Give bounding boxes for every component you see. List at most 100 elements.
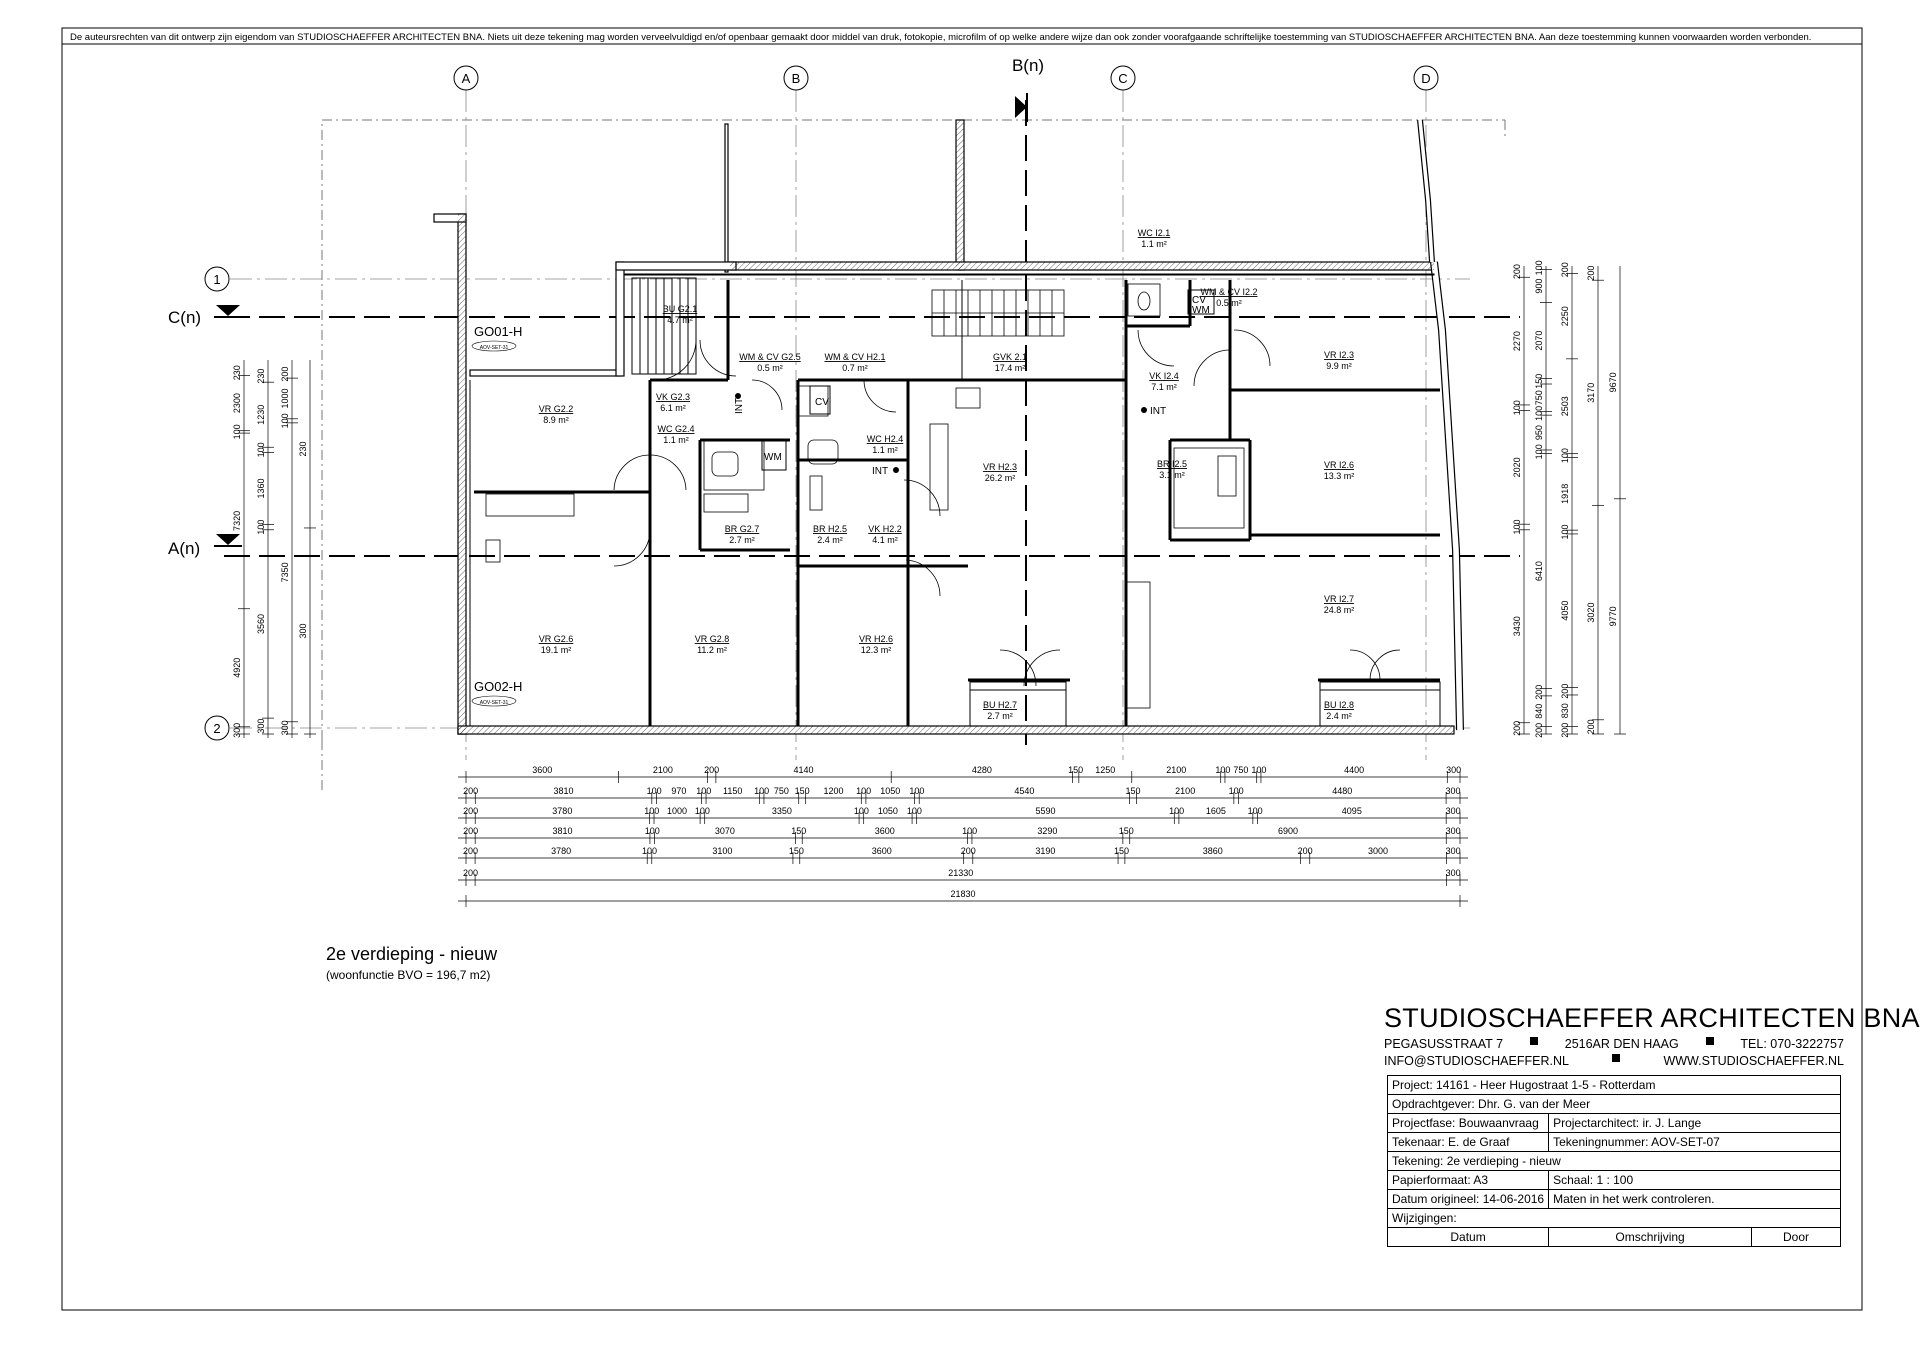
dimension-value: 300 bbox=[232, 723, 242, 738]
svg-text:D: D bbox=[1421, 71, 1430, 86]
interior-walls bbox=[469, 273, 1440, 726]
symbol-wm-2: WM bbox=[1192, 305, 1210, 316]
grid-bubble-c: C bbox=[1110, 65, 1136, 91]
dimension-value: 2020 bbox=[1512, 457, 1522, 477]
dimension-value: 100 bbox=[1534, 444, 1544, 459]
tb-paper: Papierformaat: A3 bbox=[1386, 1170, 1550, 1190]
room-area: 7.1 m² bbox=[1151, 382, 1177, 392]
section-arrow-cn bbox=[216, 305, 240, 316]
symbol-wm: WM bbox=[764, 452, 782, 463]
room-label: BU G2.1 bbox=[663, 304, 698, 314]
room-area: 4.7 m² bbox=[667, 315, 693, 325]
sheet-border bbox=[61, 27, 1863, 1311]
dimension-value: 100 bbox=[856, 786, 871, 796]
svg-text:A: A bbox=[462, 71, 471, 86]
int-label-3: INT bbox=[1150, 406, 1166, 417]
office-web: WWW.STUDIOSCHAEFFER.NL bbox=[1663, 1054, 1844, 1068]
room-area: 11.2 m² bbox=[697, 645, 727, 655]
dimension-value: 750 bbox=[774, 786, 789, 796]
dimension-value: 200 bbox=[463, 846, 478, 856]
room-area: 3.1 m² bbox=[1159, 470, 1185, 480]
dimension-value: 3780 bbox=[552, 806, 572, 816]
dimension-value: 100 bbox=[1512, 519, 1522, 534]
office-city: 2516AR DEN HAAG bbox=[1564, 1037, 1679, 1051]
dimension-value: 4140 bbox=[794, 765, 814, 775]
dimension-value: 100 bbox=[647, 786, 662, 796]
dimension-value: 7350 bbox=[280, 562, 290, 582]
door-tag-go02: GO02-H AOV-SET-31 bbox=[471, 679, 522, 707]
dimension-value: 150 bbox=[795, 786, 810, 796]
dimension-value: 3430 bbox=[1512, 616, 1522, 636]
dimension-value: 5590 bbox=[1035, 806, 1055, 816]
dimension-value: 300 bbox=[1446, 868, 1461, 878]
cv-wm-boxes bbox=[761, 289, 1215, 471]
dimension-value: 100 bbox=[1534, 260, 1544, 275]
dimension-value: 300 bbox=[1446, 765, 1461, 775]
dimension-value: 6410 bbox=[1534, 561, 1544, 581]
dimension-value: 4540 bbox=[1014, 786, 1034, 796]
dimension-value: 2070 bbox=[1534, 331, 1544, 351]
dimension-value: 3070 bbox=[715, 826, 735, 836]
tb-col-date: Datum bbox=[1386, 1227, 1550, 1247]
room-area: 2.4 m² bbox=[1326, 711, 1352, 721]
dimension-value: 2503 bbox=[1560, 396, 1570, 416]
copyright-notice: De auteursrechten van dit ontwerp zijn e… bbox=[70, 32, 1812, 43]
room-label: BU I2.8 bbox=[1324, 700, 1354, 710]
balcony-bu-h27 bbox=[969, 681, 1067, 727]
room-area: 8.9 m² bbox=[543, 415, 569, 425]
dimension-value: 2270 bbox=[1512, 331, 1522, 351]
room-label: VR I2.7 bbox=[1324, 594, 1354, 604]
dimension-value: 150 bbox=[1126, 786, 1141, 796]
dimension-value: 150 bbox=[789, 846, 804, 856]
dimension-value: 230 bbox=[232, 365, 242, 380]
dimension-value: 200 bbox=[704, 765, 719, 775]
dimension-value: 3350 bbox=[772, 806, 792, 816]
section-label-bn: B(n) bbox=[1012, 56, 1044, 75]
dimension-value: 1050 bbox=[878, 806, 898, 816]
square-bullet-icon bbox=[1612, 1054, 1621, 1062]
balcony-bu-g21 bbox=[631, 277, 697, 375]
dimension-value: 300 bbox=[1446, 786, 1461, 796]
dimension-value: 100 bbox=[232, 424, 242, 439]
dimension-value: 21330 bbox=[948, 868, 973, 878]
tb-phase: Projectfase: Bouwaanvraag bbox=[1386, 1113, 1550, 1133]
dimension-value: 230 bbox=[298, 441, 308, 456]
dimension-value: 100 bbox=[909, 786, 924, 796]
room-label: VK I2.4 bbox=[1149, 371, 1179, 381]
dimension-value: 200 bbox=[463, 826, 478, 836]
floor-subtitle: (woonfunctie BVO = 196,7 m2) bbox=[326, 968, 491, 982]
dimension-value: 1200 bbox=[823, 786, 843, 796]
dimension-value: 7320 bbox=[232, 511, 242, 531]
room-label: VK H2.2 bbox=[868, 524, 902, 534]
section-arrow-bn bbox=[1015, 96, 1027, 118]
dimension-value: 2100 bbox=[1175, 786, 1195, 796]
dimension-value: 300 bbox=[1446, 846, 1461, 856]
grid-bubble-2: 2 bbox=[204, 715, 230, 741]
dimension-value: 3600 bbox=[875, 826, 895, 836]
svg-text:GO02-H: GO02-H bbox=[474, 679, 522, 694]
dimension-value: 2100 bbox=[653, 765, 673, 775]
tb-architect: Projectarchitect: ir. J. Lange bbox=[1548, 1113, 1841, 1133]
dimension-value: 3600 bbox=[532, 765, 552, 775]
dimension-value: 200 bbox=[1586, 266, 1596, 281]
tb-col-by: Door bbox=[1751, 1227, 1841, 1247]
dimension-value: 3100 bbox=[712, 846, 732, 856]
dimension-value: 150 bbox=[1068, 765, 1083, 775]
room-area: 2.7 m² bbox=[729, 535, 755, 545]
dimension-value: 3780 bbox=[551, 846, 571, 856]
dimension-value: 4095 bbox=[1342, 806, 1362, 816]
room-label: GVK 2.1 bbox=[993, 352, 1027, 362]
dimension-value: 200 bbox=[280, 367, 290, 382]
floor-title: 2e verdieping - nieuw bbox=[326, 944, 498, 964]
dimension-value: 1050 bbox=[880, 786, 900, 796]
dimension-value: 150 bbox=[1114, 846, 1129, 856]
room-area: 17.4 m² bbox=[995, 363, 1026, 373]
tb-project: Project: 14161 - Heer Hugostraat 1-5 - R… bbox=[1387, 1075, 1841, 1095]
room-area: 2.7 m² bbox=[987, 711, 1013, 721]
dimension-value: 970 bbox=[671, 786, 686, 796]
room-area: 0.5 m² bbox=[1216, 298, 1242, 308]
dimension-value: 100 bbox=[256, 442, 266, 457]
dimension-value: 4920 bbox=[232, 658, 242, 678]
